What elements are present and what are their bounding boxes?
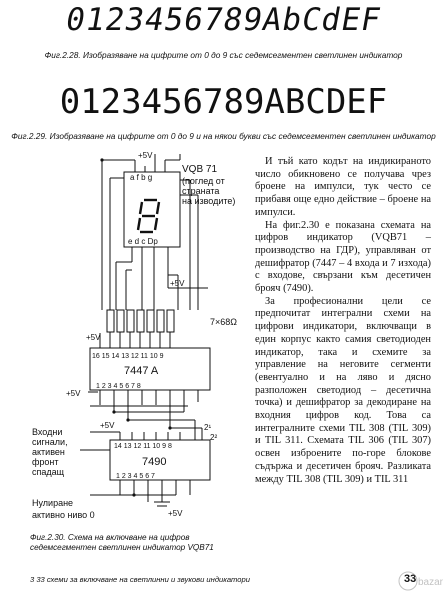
resistor-value-label: 7×68Ω xyxy=(210,317,237,327)
counter-bottom-pins: 1 2 3 4 5 6 7 xyxy=(116,473,155,480)
display-plus5v-lower: +5V xyxy=(170,279,185,288)
display-anode-pins: a f b g xyxy=(130,173,152,182)
decoder-7447-body xyxy=(89,347,211,391)
display-cathode-pins: e d c Dp xyxy=(128,237,158,246)
segment-digits-row-2: 0123456789ABCDEF xyxy=(59,82,388,122)
seven-segment-digit-icon xyxy=(136,198,161,234)
body-text-column: И тъй като кодът на индикираното число о… xyxy=(255,156,431,486)
watermark-circle-icon xyxy=(398,571,418,591)
display-plus5v-label: +5V xyxy=(138,151,153,160)
paragraph-2: На фиг.2.30 е показана схемата на цифров… xyxy=(255,219,431,295)
vqb71-display-body xyxy=(123,171,181,248)
bottom-plus5v-label: +5V xyxy=(168,509,183,518)
counter-plus5v-label: +5V xyxy=(100,421,115,430)
input-label-5: спадащ xyxy=(32,467,65,477)
reset-label-1: Нулиране xyxy=(32,498,73,508)
r-label-2-2: 2² xyxy=(210,433,217,442)
caption-fig-2-28: Фиг.2.28. Изобразяване на цифрите от 0 д… xyxy=(44,50,403,60)
resistor-array xyxy=(106,309,175,333)
view-note-line-1: (поглед от xyxy=(182,176,225,186)
input-label-2: сигнали, xyxy=(32,437,68,447)
caption-fig-2-29: Фиг.2.29. Изобразяване на цифрите от 0 д… xyxy=(11,131,436,141)
paragraph-1: И тъй като кодът на индикираното число о… xyxy=(255,156,431,218)
input-label-3: активен xyxy=(32,447,65,457)
decoder-bottom-pins: 1 2 3 4 5 6 7 8 xyxy=(96,383,141,390)
counter-top-pins: 14 13 12 11 10 9 8 xyxy=(114,443,172,450)
reset-label-2: активно ниво 0 xyxy=(32,510,95,520)
input-label-1: Входни xyxy=(32,427,62,437)
vqb71-label: VQB 71 xyxy=(182,164,217,175)
segment-digits-row-1: 0123456789AbCdEF xyxy=(63,2,384,38)
footer-book-title: 3 33 схеми за включване на светлинни и з… xyxy=(30,575,250,584)
watermark-logo: bazar xyxy=(398,571,444,591)
page-number: 33 xyxy=(404,573,417,585)
watermark-text: bazar xyxy=(418,577,444,588)
decoder-plus5v-label: +5V xyxy=(86,333,101,342)
input-label-4: фронт xyxy=(32,457,59,467)
decoder-top-pins: 16 15 14 13 12 11 10 9 xyxy=(92,353,164,360)
view-note-line-3: на изводите) xyxy=(182,196,235,206)
decoder-side-plus5v: +5V xyxy=(66,389,81,398)
r-label-2-1: 2¹ xyxy=(204,423,211,432)
caption-fig-2-30: Фиг.2.30. Схема на включване на цифров с… xyxy=(30,533,214,552)
view-note-line-2: страната xyxy=(182,186,219,196)
paragraph-3: За професионални цели се предпочитат инт… xyxy=(255,295,431,485)
circuit-diagram: VQB 71 (поглед от страната на изводите) … xyxy=(32,151,237,520)
decoder-name: 7447 A xyxy=(124,365,159,377)
counter-name: 7490 xyxy=(142,456,166,468)
counter-7490-body xyxy=(109,439,211,481)
